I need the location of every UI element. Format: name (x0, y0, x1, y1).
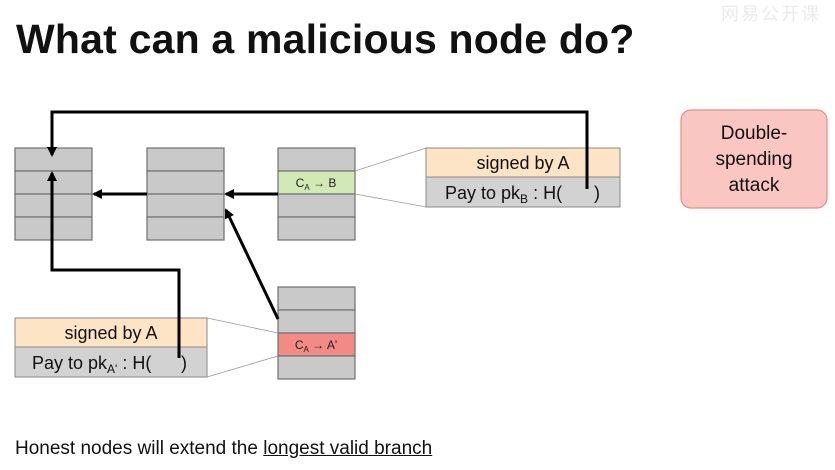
zoom-lines (206, 147, 427, 378)
slide-title: What can a malicious node do? (16, 16, 635, 62)
watermark: 网易公开课 (721, 4, 821, 24)
caption-prefix: Honest nodes will extend the (15, 438, 264, 459)
callout-line-3: attack (729, 175, 780, 196)
hash-pointers (92, 189, 280, 320)
block-2 (146, 147, 225, 241)
tx-bottom-pay: Pay to pkA' : H( (32, 353, 151, 376)
block-3b: CA → A' (277, 286, 356, 380)
block-3a: CA → B (277, 147, 356, 241)
caption-emphasis: longest valid branch (263, 438, 433, 459)
tx-detail-top: signed by A Pay to pkB : H( ) (425, 147, 621, 208)
tx-bottom-close-paren: ) (181, 353, 187, 373)
tx-top-pay: Pay to pkB : H( (445, 183, 562, 206)
callout-line-1: Double- (721, 123, 788, 144)
tx-top-close-paren: ) (594, 183, 600, 203)
tx-bottom-signed: signed by A (64, 323, 157, 343)
tx-detail-bottom: signed by A Pay to pkA' : H( ) (14, 317, 208, 378)
tx-top-signed: signed by A (476, 153, 569, 173)
input-pointers (47, 110, 589, 358)
pointer-tx-bottom-to-block-1 (47, 171, 181, 358)
double-spending-callout: Double- spending attack (680, 109, 828, 209)
caption: Honest nodes will extend the longest val… (15, 438, 432, 460)
tx-label-a-to-a-prime: CA → A' (295, 338, 337, 354)
tx-label-a-to-b: CA → B (296, 176, 337, 192)
callout-line-2: spending (715, 149, 792, 170)
pointer-tx-top-to-block-1 (47, 110, 589, 189)
pointer-3b-to-2 (224, 208, 280, 320)
